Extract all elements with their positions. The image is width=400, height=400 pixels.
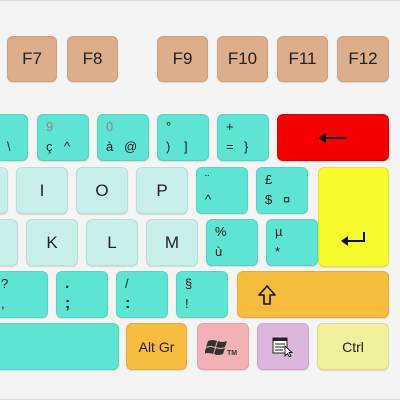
key-p-label: P [156, 180, 168, 200]
shift-key[interactable] [237, 271, 389, 318]
partial-key-u[interactable] [0, 167, 8, 214]
enter-key[interactable] [318, 167, 389, 267]
degree-bottom-left: ) [166, 139, 171, 154]
period-key[interactable]: . ; [56, 271, 108, 318]
partial-key-j[interactable] [0, 219, 18, 266]
key-k[interactable]: K [26, 219, 78, 266]
diaeresis-top: ¨ [205, 172, 210, 187]
percent-bottom: ù [215, 244, 223, 259]
plus-top: + [226, 119, 234, 134]
key-m-label: M [164, 232, 180, 252]
altgr-label: Alt Gr [138, 338, 175, 355]
period-top: . [65, 275, 70, 292]
key-p[interactable]: P [136, 167, 188, 214]
enter-arrow-icon [340, 231, 367, 246]
f10-key[interactable]: F10 [217, 36, 268, 82]
question-bottom: , [1, 296, 5, 311]
diaeresis-bottom: ^ [205, 192, 212, 207]
key-0[interactable]: 0 à @ [97, 114, 149, 161]
question-top: ? [1, 276, 9, 291]
pound-bottom-right: ¤ [283, 192, 291, 207]
key-0-top: 0 [106, 119, 114, 134]
plus-bottom-left: = [226, 139, 234, 154]
mu-key[interactable]: µ * [266, 219, 318, 266]
key-l-label: L [107, 232, 117, 252]
slash-bottom: : [125, 295, 131, 312]
backspace-key[interactable] [277, 114, 389, 161]
f7-label: F7 [22, 49, 42, 68]
key-i[interactable]: I [16, 167, 68, 214]
section-bottom: ! [185, 296, 189, 311]
ctrl-key[interactable]: Ctrl [317, 323, 389, 370]
slash-top: / [125, 276, 129, 291]
context-menu-icon [272, 337, 294, 357]
degree-bottom-right: ] [184, 139, 188, 154]
f9-label: F9 [172, 49, 193, 68]
f8-key[interactable]: F8 [67, 36, 118, 82]
f10-label: F10 [227, 49, 258, 68]
pound-bottom-left: $ [265, 192, 273, 207]
f9-key[interactable]: F9 [157, 36, 208, 82]
f7-key[interactable]: F7 [7, 36, 57, 82]
space-bar[interactable] [0, 323, 119, 370]
key-9-bottom-right: ^ [64, 139, 71, 154]
backslash-label: \ [7, 139, 11, 154]
f11-label: F11 [288, 49, 317, 68]
pound-top: £ [265, 172, 273, 187]
diaeresis-key[interactable]: ¨ ^ [196, 167, 248, 214]
degree-key[interactable]: ° ) ] [157, 114, 209, 161]
backslash-key[interactable]: \ [0, 114, 28, 161]
f11-key[interactable]: F11 [277, 36, 328, 82]
windows-key[interactable]: TM [197, 323, 249, 370]
context-menu-key[interactable] [257, 323, 309, 370]
plus-key[interactable]: + = } [217, 114, 269, 161]
period-bottom: ; [65, 295, 71, 312]
backspace-arrow-icon [318, 132, 348, 144]
altgr-key[interactable]: Alt Gr [126, 323, 187, 370]
key-k-label: K [46, 232, 58, 252]
pound-key[interactable]: £ $ ¤ [256, 167, 308, 214]
key-9-top: 9 [46, 119, 54, 134]
question-key[interactable]: ? , [0, 271, 48, 318]
section-key[interactable]: § ! [176, 271, 228, 318]
percent-key[interactable]: % ù [206, 219, 258, 266]
ctrl-label: Ctrl [342, 338, 364, 355]
key-m[interactable]: M [146, 219, 198, 266]
f12-label: F12 [348, 49, 378, 68]
degree-top: ° [166, 119, 172, 134]
key-o-label: O [95, 180, 109, 200]
key-o[interactable]: O [76, 167, 128, 214]
percent-top: % [215, 224, 227, 239]
key-0-bottom-left: à [106, 139, 114, 154]
shift-arrow-icon [258, 284, 276, 305]
key-9[interactable]: 9 ç ^ [37, 114, 89, 161]
key-l[interactable]: L [86, 219, 138, 266]
mu-top: µ [275, 224, 283, 239]
slash-key[interactable]: / : [116, 271, 168, 318]
key-i-label: I [39, 180, 45, 200]
mu-bottom: * [275, 244, 281, 259]
plus-bottom-right: } [244, 139, 249, 154]
f12-key[interactable]: F12 [337, 36, 389, 82]
section-top: § [185, 276, 193, 291]
key-0-bottom-right: @ [124, 139, 138, 154]
f8-label: F8 [82, 49, 103, 68]
key-9-bottom-left: ç [46, 139, 53, 154]
windows-tm-text: TM [227, 350, 237, 357]
windows-logo-icon: TM [205, 336, 241, 358]
